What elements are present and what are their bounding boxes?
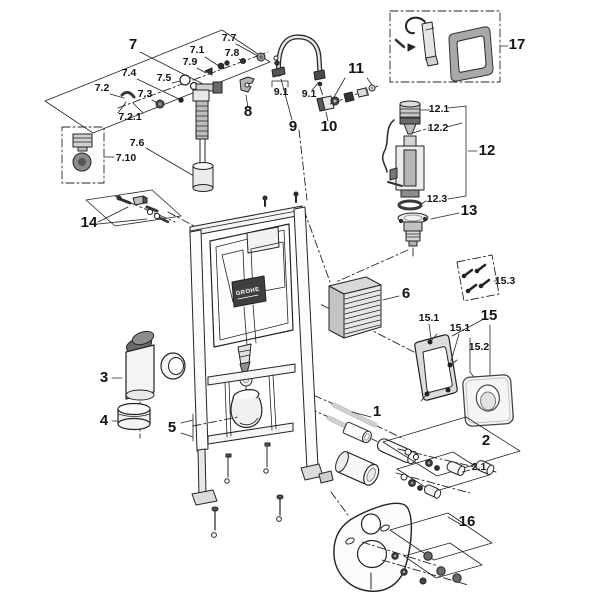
label-15-2: 15.2 [469, 341, 490, 353]
flush-plate [462, 374, 514, 427]
label-12: 12 [479, 142, 496, 159]
label-16: 16 [459, 513, 476, 530]
label-7: 7 [129, 36, 137, 53]
mounting-frame-15 [414, 319, 498, 402]
label-7-6: 7.6 [130, 137, 145, 149]
label-7-8: 7.8 [225, 47, 240, 59]
fixing-set-14 [85, 189, 182, 227]
seal-set-11 [329, 77, 379, 106]
flush-hose-9 [271, 34, 326, 121]
label-7-10: 7.10 [116, 152, 137, 164]
screw-set-15-3 [456, 254, 500, 302]
label-12-1: 12.1 [429, 103, 450, 115]
label-13: 13 [461, 202, 478, 219]
label-4: 4 [100, 412, 109, 429]
label-9: 9 [289, 118, 297, 135]
label-14: 14 [81, 214, 98, 231]
label-6: 6 [402, 285, 410, 302]
label-2: 2 [482, 432, 490, 449]
label-15-3: 15.3 [495, 275, 516, 287]
label-7-2: 7.2 [95, 82, 110, 94]
bracket-8 [239, 76, 255, 109]
label-9-1-left: 9.1 [274, 86, 289, 98]
label-1: 1 [373, 403, 381, 420]
cap-4 [111, 402, 151, 431]
connector-10 [316, 95, 335, 122]
brand-sticker-text: GROHE [235, 287, 260, 297]
label-7-1: 7.1 [190, 44, 205, 56]
stop-valve-box-7-10 [61, 126, 115, 184]
label-8: 8 [244, 103, 252, 120]
label-15: 15 [481, 307, 498, 324]
part-labels: 7 7.1 7.7 7.8 7.9 7.4 7.5 7.2 7.3 7.2.1 … [81, 32, 526, 530]
label-7-3: 7.3 [138, 88, 153, 100]
label-9-1-right: 9.1 [302, 88, 317, 100]
fill-valve-group-7 [44, 29, 271, 192]
label-10: 10 [321, 118, 338, 135]
inspection-box-6 [328, 276, 400, 339]
bracket-5 [180, 413, 239, 442]
label-7-7: 7.7 [222, 32, 237, 44]
valve-seat-13 [397, 212, 460, 259]
insulation-set-16 [333, 502, 493, 592]
flush-valve-12 [381, 100, 478, 211]
label-17: 17 [509, 36, 526, 53]
label-12-3: 12.3 [427, 193, 448, 205]
label-7-9: 7.9 [183, 56, 198, 68]
label-15-1-a: 15.1 [419, 312, 440, 324]
label-5: 5 [168, 419, 176, 436]
service-set-box-17 [389, 10, 509, 83]
label-7-5: 7.5 [157, 72, 172, 84]
elbow-3 [111, 330, 186, 439]
label-15-1-b: 15.1 [450, 322, 471, 334]
fixing-set-2 [335, 416, 521, 499]
label-12-2: 12.2 [428, 122, 449, 134]
label-7-2-1: 7.2.1 [118, 111, 142, 123]
label-3: 3 [100, 369, 108, 386]
installation-frame [189, 191, 334, 538]
label-11: 11 [348, 60, 364, 77]
label-7-4: 7.4 [122, 67, 137, 79]
label-2-1: 2.1 [472, 461, 487, 473]
